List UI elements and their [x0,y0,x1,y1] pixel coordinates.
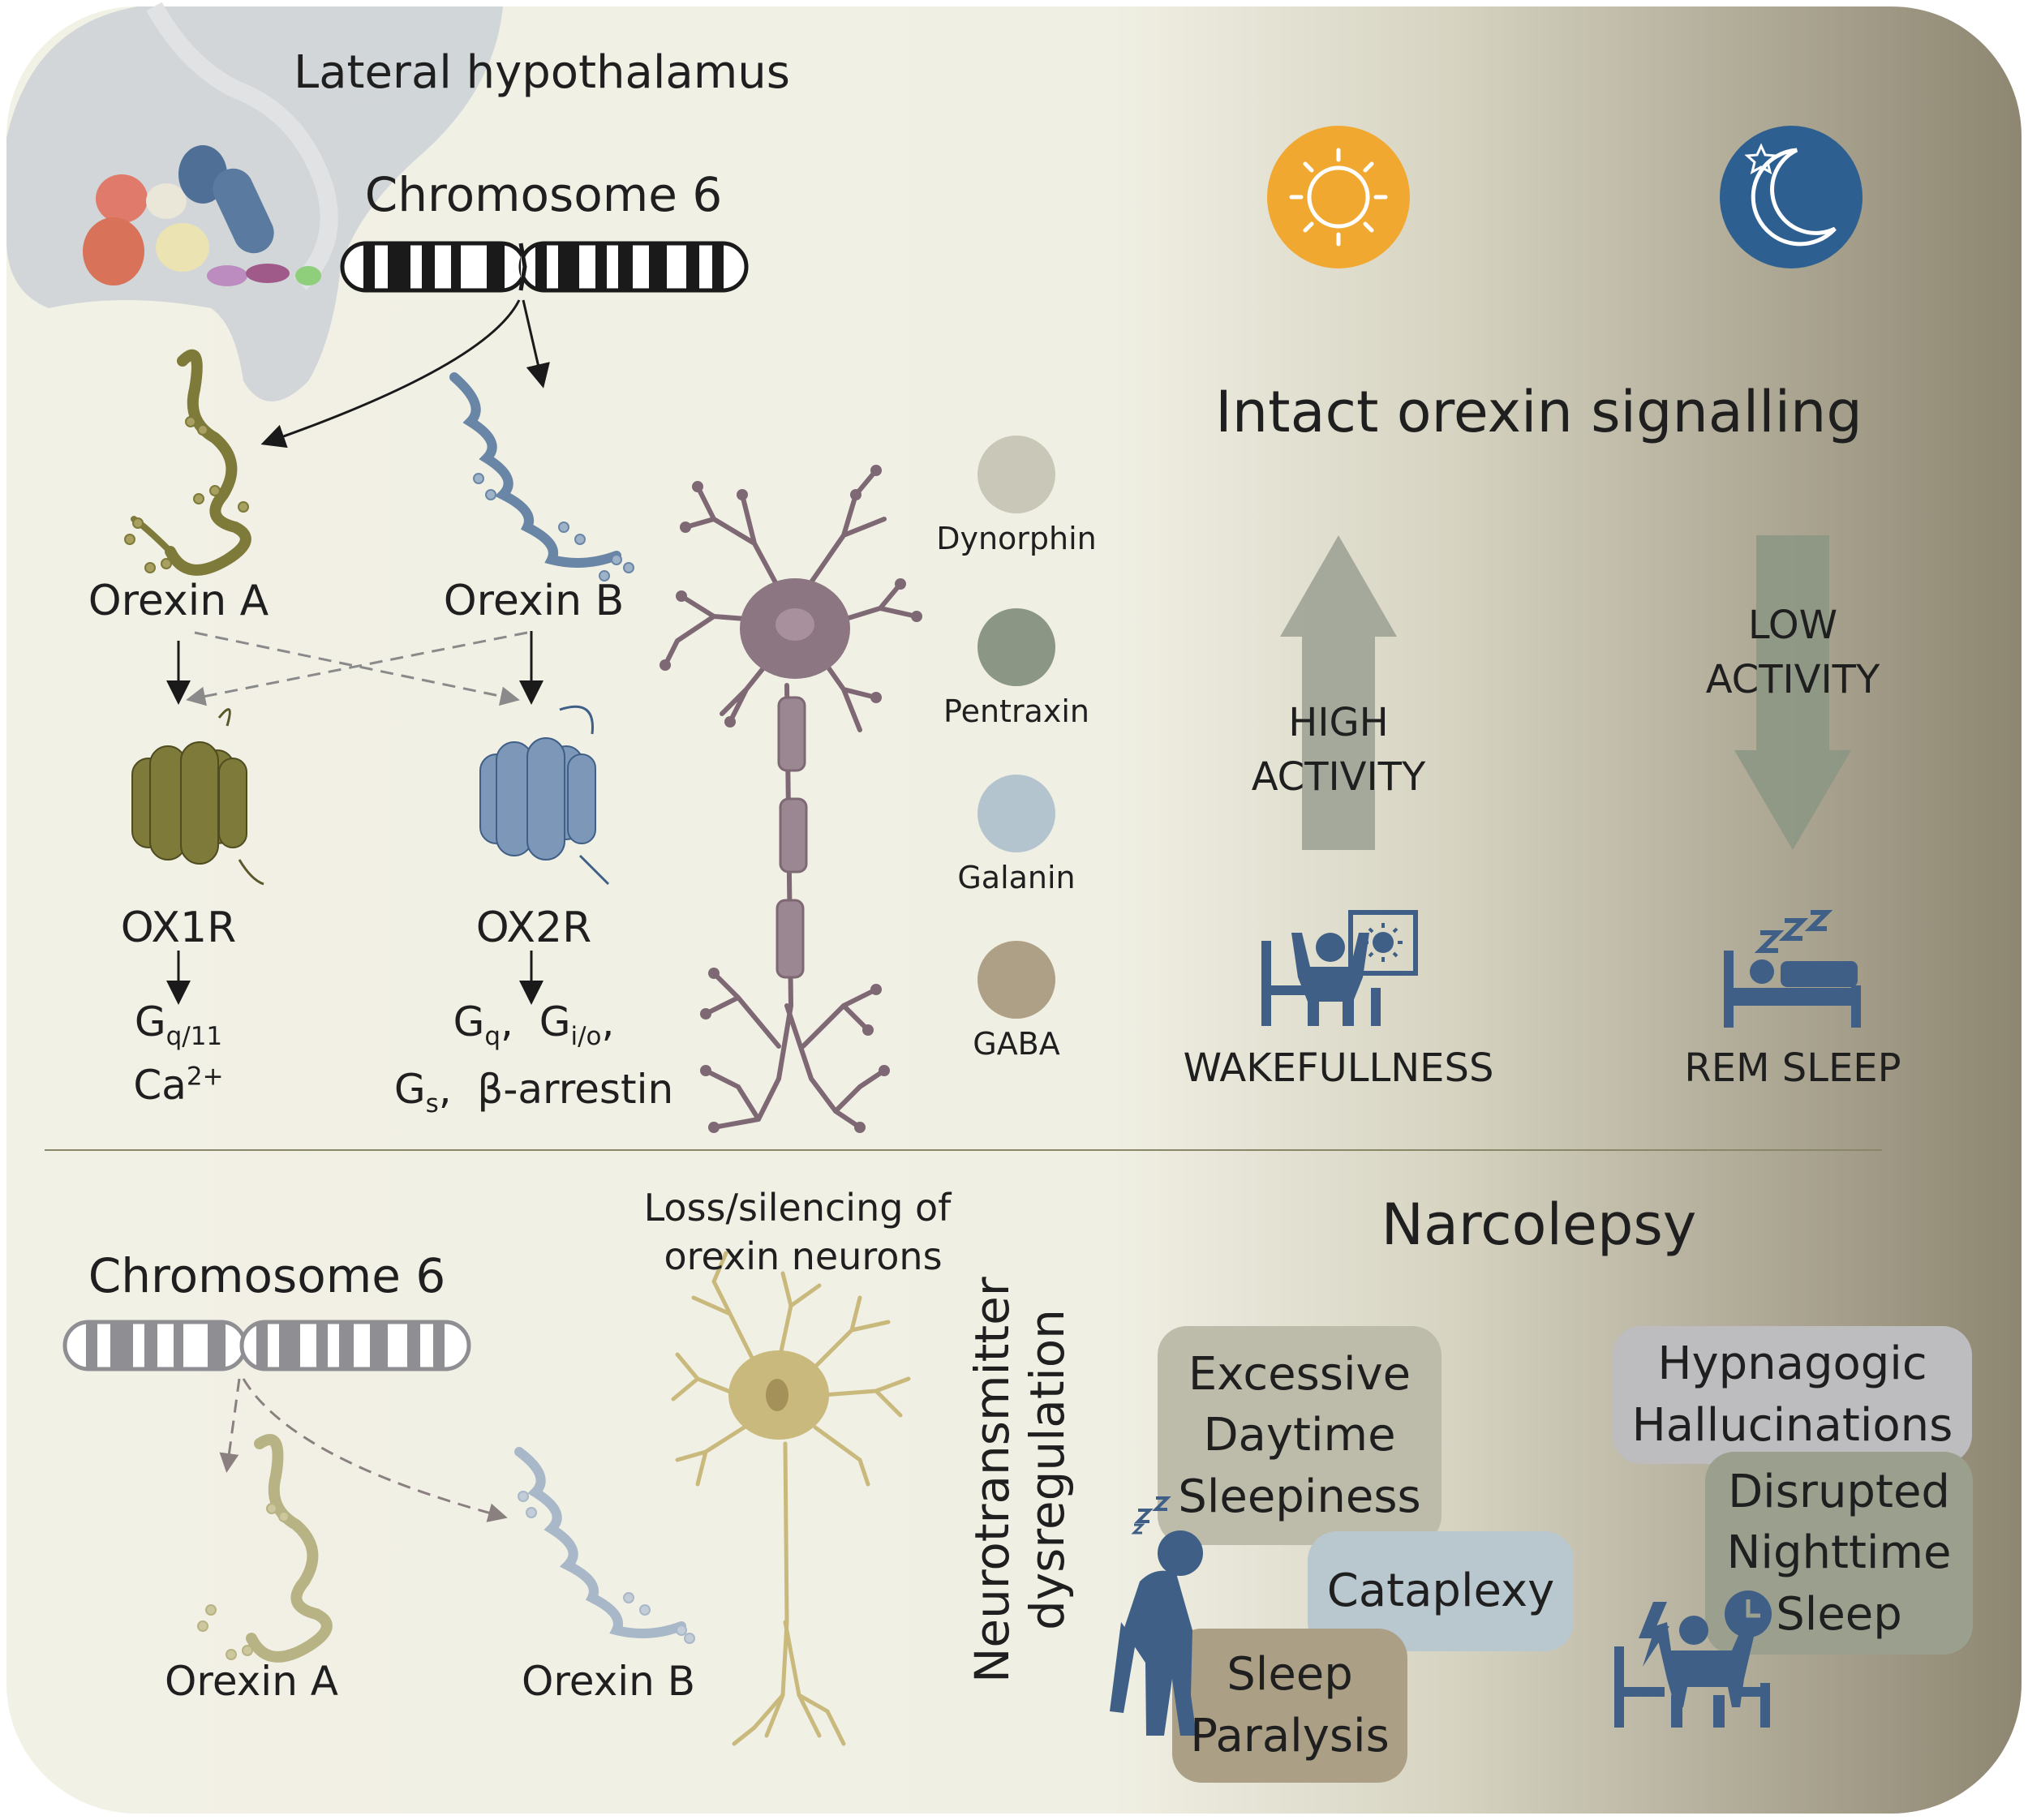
high-activity-arrow [1280,535,1397,850]
dynorphin-swatch [977,436,1055,513]
sleepy-person-icon [1110,1496,1203,1736]
ox1r-g-protein: Gq/11 [134,998,223,1051]
faded-orexin-neuron [671,1251,911,1746]
low-activity-arrow [1734,535,1851,850]
ox1r-calcium: Ca2+ [133,1062,224,1109]
eds-box-bg [1158,1326,1442,1545]
neurotransmitter-label-line2: dysregulation [1020,1309,1075,1630]
neurotransmitter-label-line1: Neurotransmitter [965,1277,1020,1683]
pentraxin-label: Pentraxin [943,693,1089,729]
cataplexy-box-bg [1308,1531,1574,1651]
orexin-b-structure [449,372,634,582]
orexin-a-structure [124,349,251,576]
disrupted-box-bg [1705,1452,1973,1655]
orexin-b-label: Orexin B [443,577,625,625]
hypothalamus-illustration [6,2,503,401]
symptom-cataplexy: Cataplexy [1326,1565,1555,1618]
symptom-hypnagogic-hallucinations: Hypnagogic Hallucinations [1631,1337,1953,1452]
ox2r-label: OX2R [475,904,592,952]
cotransmitter-legend [977,436,1055,1019]
galanin-label: Galanin [957,860,1076,895]
wakefulness-label: WAKEFULLNESS [1183,1045,1494,1091]
paralysis-box-bg [1172,1629,1407,1783]
low-activity-label: LOW ACTIVITY [1705,603,1880,703]
rem-sleep-label: REM SLEEP [1684,1045,1901,1091]
orexin-a-label: Orexin A [88,577,269,625]
impaired-expression-arrows [219,1378,508,1522]
chromosome-6-top [340,241,749,293]
gaba-swatch [977,941,1055,1019]
symptom-excessive-daytime-sleepiness: Excessive Daytime Sleepiness [1178,1347,1421,1523]
sun-icon [1267,126,1410,268]
binding-arrows [166,631,544,706]
ox2r-g-proteins-line1: Gq, Gi/o, [453,998,615,1051]
chromosome-6-bottom [62,1320,471,1371]
rem-sleep-icon [1724,910,1861,1028]
orexin-b-label-bottom: Orexin B [521,1658,696,1705]
gaba-label: GABA [973,1026,1060,1062]
chromosome-label-top: Chromosome 6 [364,167,723,222]
hallucinations-box-bg [1613,1326,1972,1464]
symptom-disrupted-nighttime-sleep: Disrupted Nighttime Sleep [1726,1465,1952,1641]
ox1r-receptor-structure [131,708,264,886]
disrupted-sleep-icon [1614,1590,1772,1728]
dynorphin-label: Dynorphin [936,521,1097,556]
background-panel [6,6,2022,1814]
chromosome-label-bottom: Chromosome 6 [88,1248,446,1303]
ox1r-label: OX1R [120,904,237,952]
intact-signalling-title: Intact orexin signalling [1215,379,1863,445]
gene-expression-arrows [260,299,550,449]
high-activity-label: HIGH ACTIVITY [1251,700,1426,801]
symptom-sleep-paralysis: Sleep Paralysis [1190,1648,1390,1762]
narcolepsy-title: Narcolepsy [1381,1191,1697,1258]
orexin-b-structure-faded [514,1447,695,1644]
wakefulness-icon [1261,910,1418,1026]
orexin-a-label-bottom: Orexin A [165,1658,338,1705]
orexin-neuron-illustration [660,465,922,1133]
galanin-swatch [977,775,1055,852]
region-label: Lateral hypothalamus [294,46,790,99]
ox2r-receptor-structure [479,705,610,886]
moon-icon [1720,126,1863,268]
pentraxin-swatch [977,608,1055,686]
orexin-a-structure-faded [197,1434,333,1663]
loss-label-line1: Loss/silencing of [643,1186,952,1230]
loss-label-line2: orexin neurons [664,1234,943,1278]
ox2r-g-proteins-line2: Gs, β-arrestin [393,1066,674,1118]
